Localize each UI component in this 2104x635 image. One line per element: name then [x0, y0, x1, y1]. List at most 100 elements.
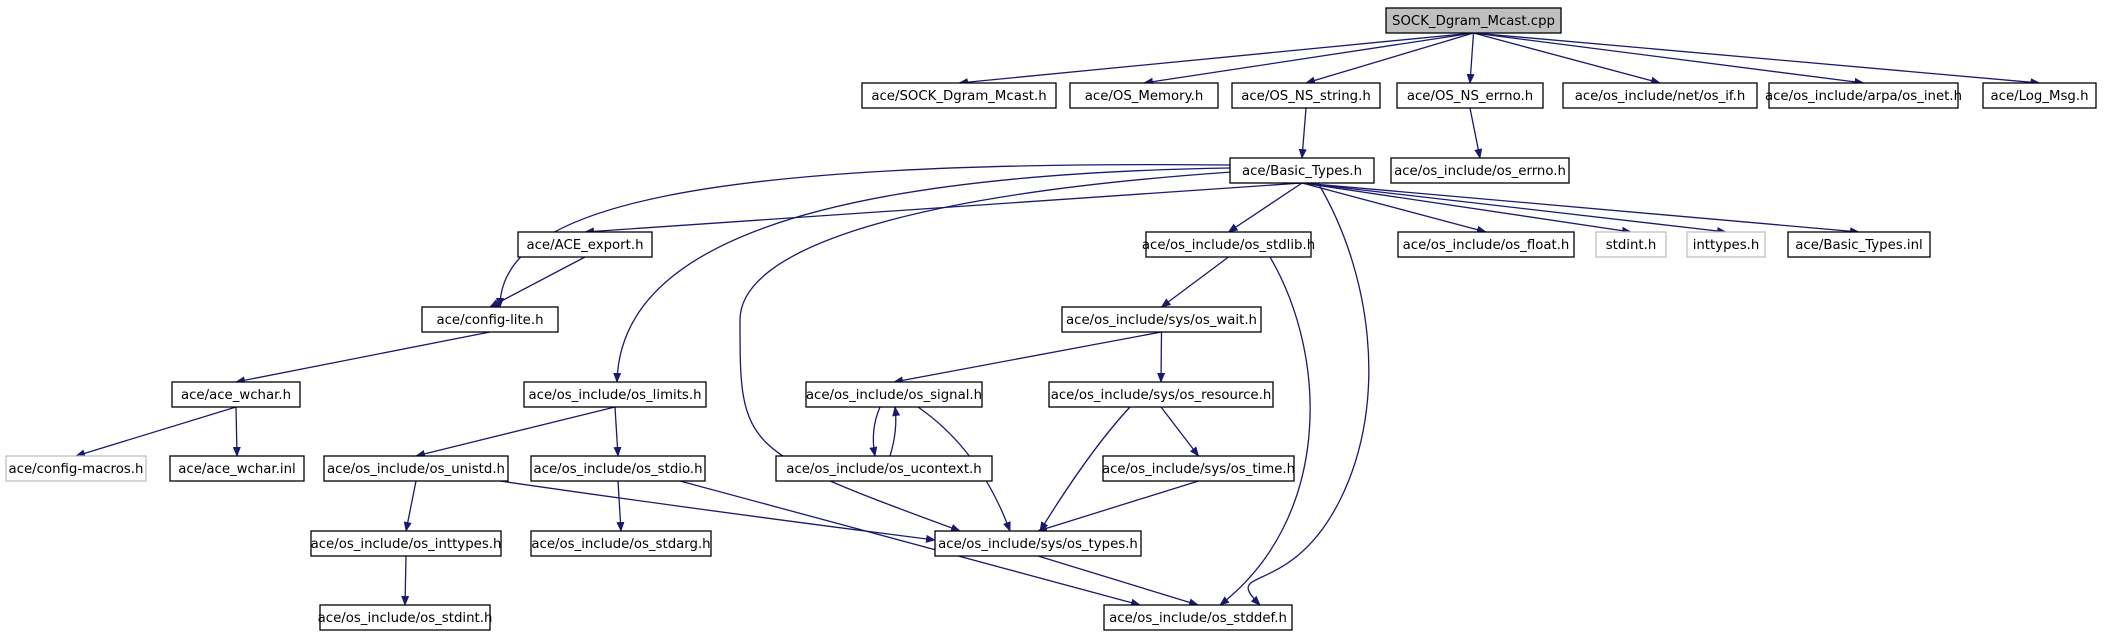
node-box [171, 381, 301, 408]
node-label: ace/config-macros.h [9, 462, 144, 477]
edge-n24-n28 [403, 480, 417, 532]
node-ace-os-include-os-signal-h[interactable]: ace/os_include/os_signal.h [805, 381, 983, 408]
node-box [1595, 231, 1667, 258]
edge-n10-n16 [489, 256, 586, 308]
edge-n21-n30 [1039, 406, 1131, 532]
node-box [1787, 231, 1931, 258]
node-label: ace/os_include/os_stddef.h [1109, 611, 1287, 626]
node-box [319, 604, 491, 631]
edge-n0-n5 [1473, 32, 1661, 85]
node-box [421, 306, 559, 333]
node-ace-basic-types-h[interactable]: ace/Basic_Types.h [1229, 157, 1375, 184]
node-box [1231, 82, 1381, 109]
edge-n8-n16 [496, 164, 1231, 308]
edge-n8-n15 [1301, 182, 1860, 236]
edge-n19-n24 [415, 406, 616, 458]
node-ace-os-include-sys-os-types-h[interactable]: ace/os_include/sys/os_types.h [934, 530, 1142, 557]
edge-n0-n3 [1305, 32, 1474, 85]
edge-n8-n19 [613, 167, 1231, 383]
node-box [775, 455, 993, 482]
node-ace-os-include-sys-os-resource-h[interactable]: ace/os_include/sys/os_resource.h [1048, 381, 1274, 408]
edge-n17-n20 [893, 331, 1162, 385]
node-box [169, 455, 305, 482]
edge-n4-n9 [1469, 107, 1483, 159]
edge-n17-n21 [1157, 331, 1166, 383]
node-ace-os-include-os-stdlib-h[interactable]: ace/os_include/os_stdlib.h [1142, 231, 1315, 258]
edge-n0-n4 [1466, 32, 1475, 84]
node-ace-os-memory-h[interactable]: ace/OS_Memory.h [1069, 82, 1219, 109]
node-box [310, 530, 502, 557]
edge-n25-n32 [679, 480, 1141, 607]
node-ace-os-include-os-ucontext-h[interactable]: ace/os_include/os_ucontext.h [775, 455, 993, 482]
node-ace-os-include-os-stdio-h[interactable]: ace/os_include/os_stdio.h [530, 455, 706, 482]
node-box [1103, 604, 1293, 631]
edge-n25-n29 [616, 480, 625, 532]
node-box [1061, 306, 1262, 333]
node-ace-basic-types-inl[interactable]: ace/Basic_Types.inl [1787, 231, 1931, 258]
node-ace-os-include-sys-os-wait-h[interactable]: ace/os_include/sys/os_wait.h [1061, 306, 1262, 333]
edge-n18-n22 [75, 406, 237, 458]
node-box [1686, 231, 1766, 258]
node-box [1562, 82, 1758, 109]
node-box [1385, 7, 1562, 34]
node-ace-os-include-net-os-if-h[interactable]: ace/os_include/net/os_if.h [1562, 82, 1758, 109]
edge-n28-n31 [401, 555, 410, 606]
node-ace-sock-dgram-mcast-h[interactable]: ace/SOCK_Dgram_Mcast.h [861, 82, 1057, 109]
node-box [1390, 157, 1570, 184]
node-ace-os-include-sys-os-time-h[interactable]: ace/os_include/sys/os_time.h [1102, 455, 1295, 482]
edge-n30-n32 [1037, 555, 1199, 607]
edge-n8-n13 [1301, 182, 1632, 235]
node-ace-os-ns-string-h[interactable]: ace/OS_NS_string.h [1231, 82, 1381, 109]
node-box [805, 381, 983, 408]
node-ace-os-include-os-stdarg-h[interactable]: ace/os_include/os_stdarg.h [530, 530, 712, 557]
node-stdint-h: stdint.h [1595, 231, 1667, 258]
node-label: ace/os_include/os_signal.h [806, 388, 982, 403]
node-label: ace/ace_wchar.inl [178, 462, 295, 477]
node-ace-os-include-arpa-os-inet-h[interactable]: ace/os_include/arpa/os_inet.h [1765, 82, 1962, 109]
edge-n3-n8 [1298, 107, 1307, 159]
node-label: ace/os_include/os_stdlib.h [1142, 238, 1315, 253]
edge-n8-n14 [1301, 182, 1727, 235]
edge-n8-n11 [1227, 182, 1303, 233]
node-label: ace/os_include/sys/os_wait.h [1066, 313, 1257, 328]
node-label: ace/os_include/net/os_if.h [1575, 89, 1746, 104]
node-box [323, 455, 509, 482]
node-label: ace/os_include/os_float.h [1403, 238, 1570, 253]
node-ace-os-include-os-unistd-h[interactable]: ace/os_include/os_unistd.h [323, 455, 509, 482]
node-ace-os-include-os-stdint-h[interactable]: ace/os_include/os_stdint.h [318, 604, 493, 631]
node-label: ace/os_include/os_stdio.h [533, 462, 702, 477]
edge-n0-n6 [1473, 32, 1865, 86]
node-ace-os-include-os-stddef-h[interactable]: ace/os_include/os_stddef.h [1103, 604, 1293, 631]
node-box [1145, 231, 1312, 258]
node-label: ace/SOCK_Dgram_Mcast.h [871, 89, 1046, 104]
node-label: ace/os_include/arpa/os_inet.h [1765, 89, 1962, 104]
node-ace-ace-wchar-inl[interactable]: ace/ace_wchar.inl [169, 455, 305, 482]
node-label: SOCK_Dgram_Mcast.cpp [1392, 14, 1555, 29]
node-ace-os-ns-errno-h[interactable]: ace/OS_NS_errno.h [1396, 82, 1544, 109]
edge-n16-n18 [235, 331, 491, 385]
node-ace-os-include-os-errno-h[interactable]: ace/os_include/os_errno.h [1390, 157, 1570, 184]
node-box [1982, 82, 2097, 109]
node-ace-config-lite-h[interactable]: ace/config-lite.h [421, 306, 559, 333]
edge-n19-n25 [613, 406, 622, 457]
node-label: ace/config-lite.h [436, 313, 543, 328]
edge-n18-n23 [232, 406, 241, 457]
node-label: ace/ACE_export.h [526, 238, 643, 253]
node-box [1048, 381, 1274, 408]
node-label: ace/os_include/sys/os_resource.h [1051, 388, 1272, 403]
node-label: ace/os_include/os_limits.h [528, 388, 701, 403]
node-ace-os-include-os-inttypes-h[interactable]: ace/os_include/os_inttypes.h [310, 530, 502, 557]
node-inttypes-h: inttypes.h [1686, 231, 1766, 258]
edge-n24-n30 [499, 480, 936, 543]
node-ace-log-msg-h[interactable]: ace/Log_Msg.h [1982, 82, 2097, 109]
node-ace-ace-export-h[interactable]: ace/ACE_export.h [517, 231, 653, 258]
node-label: ace/ace_wchar.h [181, 388, 291, 403]
node-label: ace/Basic_Types.h [1242, 164, 1362, 179]
node-ace-ace-wchar-h[interactable]: ace/ace_wchar.h [171, 381, 301, 408]
nodes-layer: SOCK_Dgram_Mcast.cpp ace/SOCK_Dgram_Mcast… [5, 7, 2097, 631]
node-ace-os-include-os-limits-h[interactable]: ace/os_include/os_limits.h [523, 381, 707, 408]
node-ace-os-include-os-float-h[interactable]: ace/os_include/os_float.h [1397, 231, 1575, 258]
node-box [1396, 82, 1544, 109]
node-label: ace/os_include/os_errno.h [1394, 164, 1566, 179]
